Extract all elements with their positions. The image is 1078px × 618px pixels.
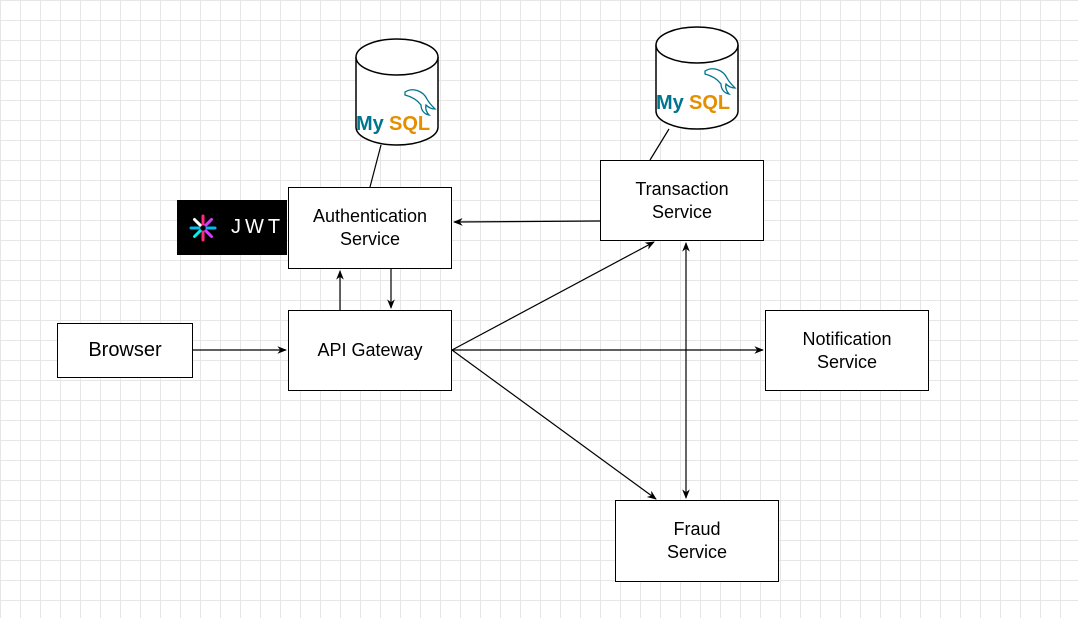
mysql-logo: My SQL xyxy=(656,68,737,114)
edge-gateway-to-transaction[interactable] xyxy=(451,241,655,351)
jwt-logo-text: JWT xyxy=(231,216,285,238)
svg-text:My: My xyxy=(656,92,685,114)
jwt-burst-icon xyxy=(189,214,217,241)
fraud-service-label: Fraud Service xyxy=(666,519,728,562)
auth-service-label: Authentication Service xyxy=(312,206,428,249)
api-gateway-label: API Gateway xyxy=(317,340,423,360)
notification-service-node[interactable]: Notification Service xyxy=(765,310,929,391)
dolphin-icon xyxy=(704,68,737,96)
api-gateway-node[interactable]: API Gateway xyxy=(288,310,452,391)
svg-text:SQL: SQL xyxy=(389,113,430,135)
edge-auth-db-link[interactable] xyxy=(369,144,382,188)
auth-service-node[interactable]: Authentication Service xyxy=(288,187,452,269)
edge-gateway-to-fraud[interactable] xyxy=(451,349,657,500)
edge-transaction-to-auth[interactable] xyxy=(453,218,601,226)
svg-text:SQL: SQL xyxy=(689,92,730,114)
svg-text:My: My xyxy=(356,113,385,135)
transaction-service-label: Transaction Service xyxy=(635,178,729,222)
browser-label: Browser xyxy=(88,339,162,361)
mysql-logo: My SQL xyxy=(356,89,437,135)
auth-mysql-database[interactable]: My SQL xyxy=(355,37,439,147)
edge-transaction-db-link[interactable] xyxy=(649,128,670,161)
notification-service-label: Notification Service xyxy=(802,328,892,372)
transaction-service-node[interactable]: Transaction Service xyxy=(600,160,764,241)
transaction-mysql-database[interactable]: My SQL xyxy=(655,25,739,131)
dolphin-icon xyxy=(404,89,437,117)
jwt-logo[interactable]: JWT xyxy=(177,200,287,255)
browser-node[interactable]: Browser xyxy=(57,323,193,378)
fraud-service-node[interactable]: Fraud Service xyxy=(615,500,779,582)
